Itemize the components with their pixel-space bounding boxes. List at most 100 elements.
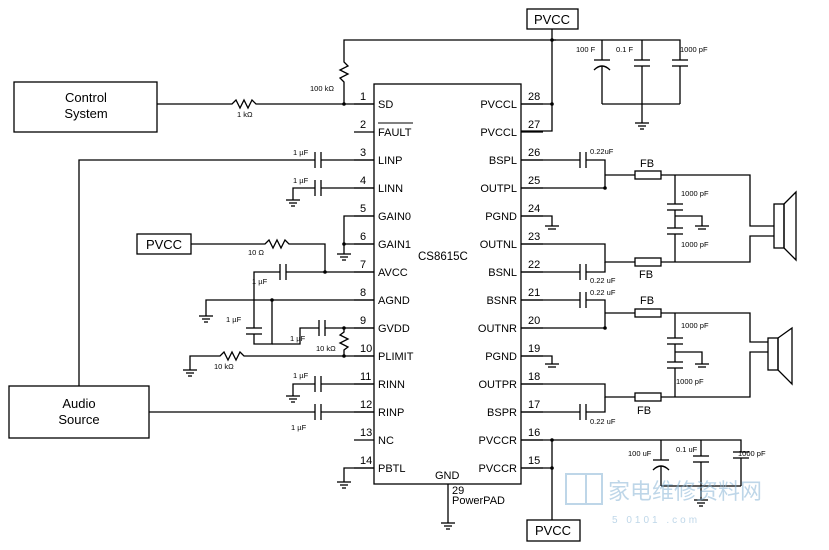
- pin-name: GVDD: [378, 323, 410, 335]
- pin-number: 13: [360, 427, 372, 439]
- pin-number: 19: [528, 343, 540, 355]
- pin-name: OUTPR: [479, 379, 518, 391]
- pin-number: 27: [528, 119, 540, 131]
- c-bsnr-label: 0.22 uF: [590, 288, 616, 297]
- c-avcc-label: 1 µF: [252, 277, 268, 286]
- pad-label: PowerPAD: [452, 495, 505, 507]
- pin-number: 8: [360, 287, 366, 299]
- pin-number: 18: [528, 371, 540, 383]
- watermark-url: 5 0101 .com: [612, 515, 700, 526]
- c-1000pf-4: 1000 pF: [676, 377, 704, 386]
- pin-name: NC: [378, 435, 394, 447]
- gnd-label: GND: [435, 470, 460, 482]
- r-1k-label: 1 kΩ: [237, 110, 253, 119]
- pin-number: 21: [528, 287, 540, 299]
- speaker-left: [773, 203, 785, 249]
- pin-number: 5: [360, 203, 366, 215]
- c-rinp-label: 1 µF: [291, 423, 307, 432]
- pin-name: PGND: [485, 211, 517, 223]
- pin-name: PLIMIT: [378, 351, 414, 363]
- pin-number: 24: [528, 203, 540, 215]
- pin-name: AGND: [378, 295, 410, 307]
- pin-number: 9: [360, 315, 366, 327]
- c-bspl-label: 0.22uF: [590, 147, 614, 156]
- pin-number: 2: [360, 119, 366, 131]
- chip-body: [373, 83, 522, 485]
- c-agnd-label: 1 µF: [226, 315, 242, 324]
- audio-line2: Source: [58, 412, 99, 427]
- pad-pin: 29: [452, 485, 464, 497]
- pin-number: 22: [528, 259, 540, 271]
- pin-name: PVCCR: [478, 463, 517, 475]
- pin-name: BSNR: [486, 295, 517, 307]
- pin-name: AVCC: [378, 267, 408, 279]
- pin-name: PGND: [485, 351, 517, 363]
- c-gvdd-label: 1 µF: [290, 334, 306, 343]
- pin-number: 1: [360, 91, 366, 103]
- pin-number: 12: [360, 399, 372, 411]
- pin-name: SD: [378, 99, 393, 111]
- pin-number: 15: [528, 455, 540, 467]
- pin-name: OUTPL: [480, 183, 517, 195]
- pin-number: 25: [528, 175, 540, 187]
- control-system-block: [13, 81, 158, 133]
- control-line1: Control: [65, 90, 107, 105]
- pin-name: LINP: [378, 155, 402, 167]
- pin-number: 6: [360, 231, 366, 243]
- pin-name: OUTNR: [478, 323, 517, 335]
- c-linn-label: 1 µF: [293, 176, 309, 185]
- chip-name: CS8615C: [418, 251, 468, 263]
- pin-number: 16: [528, 427, 540, 439]
- watermark: 家电维修资料网 5 0101 .com: [565, 473, 762, 526]
- pin-name: PVCCL: [480, 99, 517, 111]
- pvcc-left: PVCC: [146, 237, 182, 252]
- pin-name: LINN: [378, 183, 403, 195]
- top-cap-1: 100 F: [576, 45, 596, 54]
- c-bsnl-label: 0.22 uF: [590, 276, 616, 285]
- pin-number: 20: [528, 315, 540, 327]
- pin-name: FAULT: [378, 127, 412, 139]
- pin-number: 23: [528, 231, 540, 243]
- pin-number: 11: [360, 371, 371, 383]
- pin-name: BSPL: [489, 155, 517, 167]
- watermark-cn: 家电维修资料网: [608, 479, 762, 504]
- pin-name: GAIN1: [378, 239, 411, 251]
- bot-cap-3: 1000 pF: [738, 449, 766, 458]
- r-10k-b-label: 10 kΩ: [214, 362, 234, 371]
- fb-2: FB: [639, 269, 653, 281]
- top-cap-2: 0.1 F: [616, 45, 634, 54]
- fb-4: FB: [637, 405, 651, 417]
- pin-name: GAIN0: [378, 211, 411, 223]
- pin-name: RINN: [378, 379, 405, 391]
- pin-number: 28: [528, 91, 540, 103]
- pin-name: PVCCR: [478, 435, 517, 447]
- bot-cap-1: 100 uF: [628, 449, 652, 458]
- c-bspr-label: 0.22 uF: [590, 417, 616, 426]
- pvcc-bottom-box: [526, 519, 581, 542]
- pvcc-top: PVCC: [534, 12, 570, 27]
- pin-name: RINP: [378, 407, 404, 419]
- r-10-label: 10 Ω: [248, 248, 264, 257]
- audio-line1: Audio: [62, 396, 95, 411]
- pin-name: BSNL: [488, 267, 517, 279]
- control-line2: System: [64, 106, 107, 121]
